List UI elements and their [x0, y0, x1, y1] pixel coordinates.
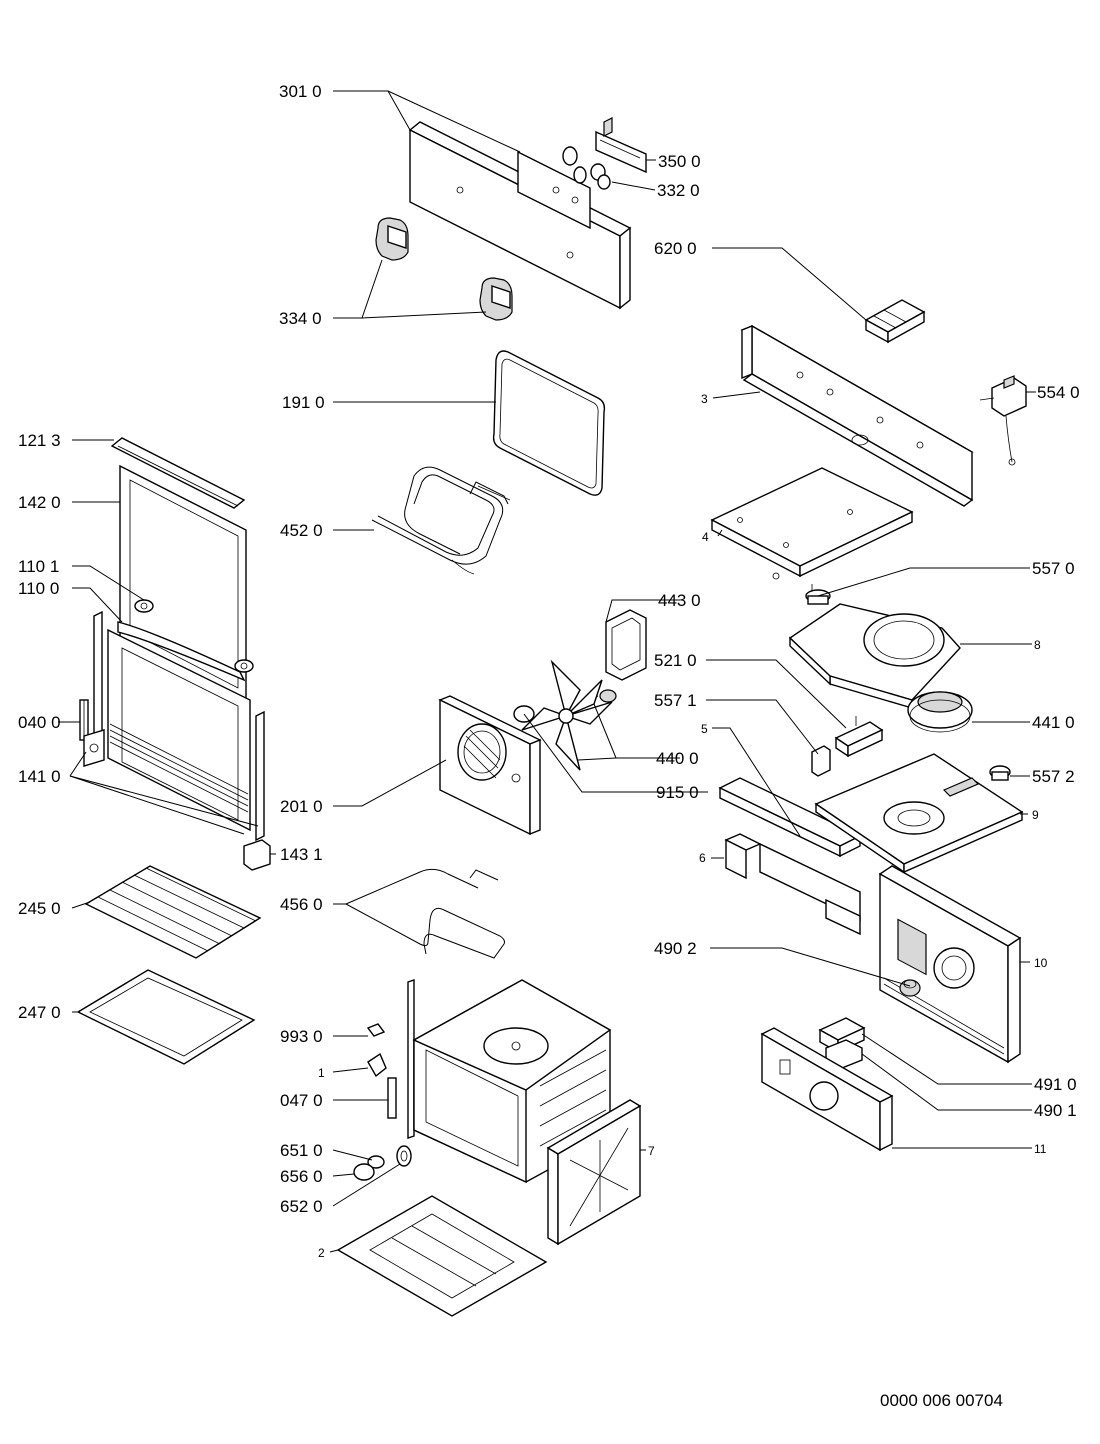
part-rear-cover-plate	[710, 467, 914, 580]
label-554-0: 554 0	[1037, 383, 1080, 402]
leader-lines	[58, 90, 1036, 1253]
label-040-0: 040 0	[18, 713, 61, 732]
part-oven-cavity	[407, 979, 612, 1184]
label-652-0: 652 0	[280, 1197, 323, 1216]
label-141-0: 141 0	[18, 767, 61, 786]
part-bottom-element	[345, 868, 505, 959]
label-557-2: 557 2	[1032, 767, 1075, 786]
part-lamp-assembly	[353, 1145, 412, 1181]
part-rotary-switch	[899, 979, 921, 997]
label-993-0: 993 0	[280, 1027, 323, 1046]
part-labels: 301 0 350 0 332 0 620 0 334 0 191 0 3 55…	[18, 82, 1080, 1410]
label-142-0: 142 0	[18, 493, 61, 512]
part-fan-motor	[579, 609, 647, 707]
part-top-heating-element	[371, 466, 511, 575]
part-side-duct	[724, 833, 861, 936]
label-557-0: 557 0	[1032, 559, 1075, 578]
label-10: 10	[1034, 956, 1048, 970]
part-rear-cover	[878, 865, 1022, 1064]
part-control-panel	[408, 121, 632, 462]
part-side-panel	[546, 1099, 642, 1246]
label-557-1: 557 1	[654, 691, 697, 710]
label-4: 4	[702, 530, 709, 544]
label-915-0: 915 0	[656, 783, 699, 802]
label-440-0: 440 0	[656, 749, 699, 768]
part-knobs	[375, 217, 513, 321]
part-top-plate	[814, 753, 1024, 874]
part-rear-fan-panel	[438, 695, 542, 836]
label-7: 7	[648, 1144, 655, 1158]
label-332-0: 332 0	[657, 181, 700, 200]
label-3: 3	[701, 392, 708, 406]
part-thermal-cutout-top	[805, 584, 831, 605]
part-fan-housing	[788, 603, 961, 709]
part-wire-rack	[84, 865, 262, 959]
part-small-knobs	[562, 146, 611, 190]
label-2: 2	[318, 1246, 325, 1260]
part-connector-block	[864, 299, 926, 344]
label-6: 6	[699, 851, 706, 865]
label-456-0: 456 0	[280, 895, 323, 914]
label-121-3: 121 3	[18, 431, 61, 450]
label-452-0: 452 0	[280, 521, 323, 540]
label-201-0: 201 0	[280, 797, 323, 816]
label-8: 8	[1034, 638, 1041, 652]
label-9: 9	[1032, 808, 1039, 822]
label-247-0: 247 0	[18, 1003, 61, 1022]
label-651-0: 651 0	[280, 1141, 323, 1160]
part-thermal-cutouts	[811, 745, 1011, 781]
part-door-gasket	[492, 350, 606, 496]
part-door-hinges	[83, 610, 265, 842]
label-1: 1	[318, 1066, 325, 1080]
label-143-1: 143 1	[280, 845, 323, 864]
label-443-0: 443 0	[658, 591, 701, 610]
label-5: 5	[701, 722, 708, 736]
label-191-0: 191 0	[282, 393, 325, 412]
part-element-connector	[834, 716, 884, 758]
label-301-0: 301 0	[279, 82, 322, 101]
label-11: 11	[1034, 1142, 1047, 1156]
label-491-0: 491 0	[1034, 1075, 1077, 1094]
label-441-0: 441 0	[1032, 713, 1075, 732]
part-hinge-small	[243, 839, 271, 871]
part-fan-blade	[521, 659, 613, 771]
part-door-top-trim	[110, 437, 246, 509]
label-656-0: 656 0	[280, 1167, 323, 1186]
part-outer-door	[107, 628, 251, 832]
label-350-0: 350 0	[658, 152, 701, 171]
part-thermostat	[979, 375, 1027, 466]
part-fan-cover-ring	[907, 691, 973, 733]
label-334-0: 334 0	[279, 309, 322, 328]
part-hinge-spring	[79, 699, 89, 741]
part-small-clips	[366, 1023, 397, 1119]
part-control-bracket	[760, 1027, 894, 1152]
part-bottom-plate	[336, 1195, 548, 1317]
part-baking-tray	[76, 969, 256, 1065]
part-timer-module	[595, 117, 647, 174]
drawing-code: 0000 006 00704	[880, 1391, 1003, 1410]
label-110-1: 110 1	[18, 557, 59, 576]
label-490-2: 490 2	[654, 939, 697, 958]
label-620-0: 620 0	[654, 239, 697, 258]
label-047-0: 047 0	[280, 1091, 323, 1110]
part-top-duct	[718, 777, 862, 858]
part-top-frame	[740, 324, 974, 507]
label-490-1: 490 1	[1034, 1101, 1077, 1120]
label-110-0: 110 0	[18, 579, 59, 598]
label-521-0: 521 0	[654, 651, 697, 670]
label-245-0: 245 0	[18, 899, 61, 918]
